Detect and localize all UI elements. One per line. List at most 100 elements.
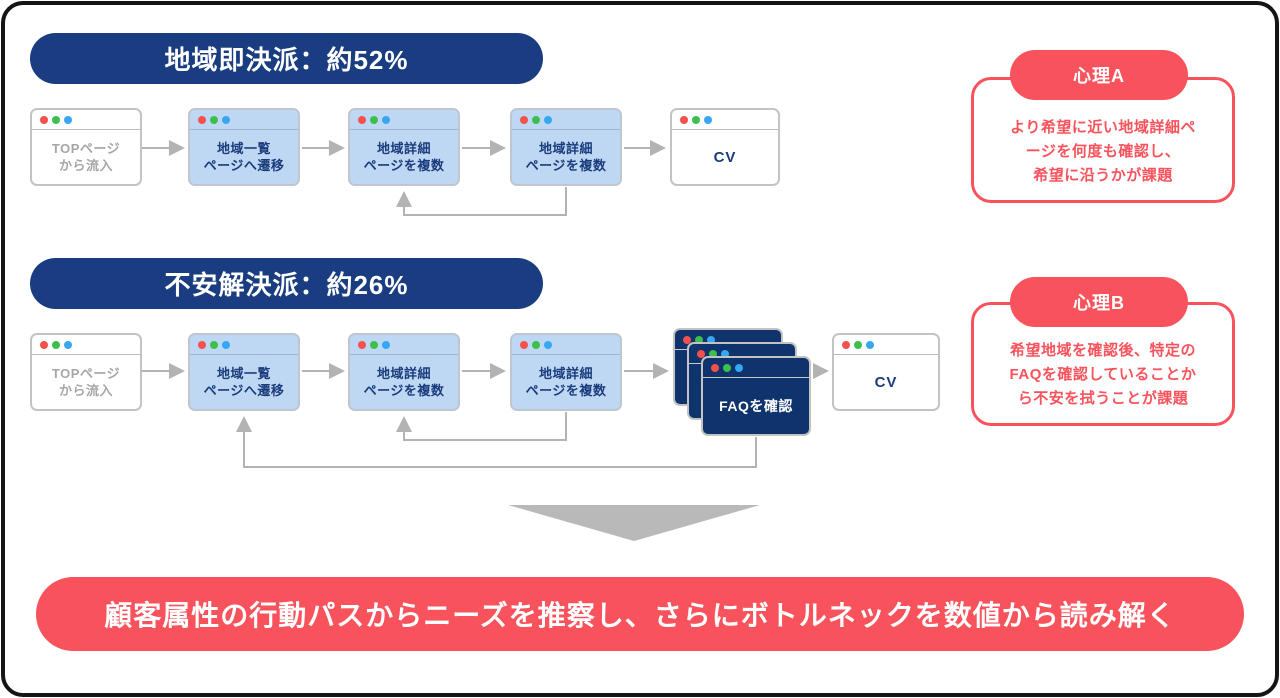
green-dot-icon xyxy=(532,115,540,124)
window-label-line: CV xyxy=(713,148,737,166)
red-dot-icon xyxy=(842,340,850,349)
psych-a-line: 希望に沿うかが課題 xyxy=(1033,167,1173,184)
blue-dot-icon xyxy=(544,115,552,124)
green-dot-icon xyxy=(692,115,700,124)
blue-dot-icon xyxy=(866,340,874,349)
window-label-line: ページを複数 xyxy=(363,158,445,173)
blue-dot-icon xyxy=(64,340,72,349)
red-dot-icon xyxy=(40,115,48,124)
green-dot-icon xyxy=(532,340,540,349)
window-label-line: ページへ遷移 xyxy=(203,383,285,398)
psych-a-label: 心理A xyxy=(1073,66,1125,86)
window-titlebar xyxy=(834,335,938,355)
green-dot-icon xyxy=(723,363,731,372)
blue-dot-icon xyxy=(382,115,390,124)
conclusion-banner: 顧客属性の行動パスからニーズを推察し、さらにボトルネックを数値から読み解く xyxy=(36,577,1244,651)
window-a-region-list: 地域一覧 ページへ遷移 xyxy=(188,108,300,186)
red-dot-icon xyxy=(680,115,688,124)
window-label: 地域詳細 ページを複数 xyxy=(512,355,620,409)
segment-a-title: 地域即決派：約52% xyxy=(164,45,409,75)
window-label: 地域一覧 ページへ遷移 xyxy=(190,355,298,409)
window-b-top-page: TOPページ から流入 xyxy=(30,333,142,411)
green-dot-icon xyxy=(52,115,60,124)
blue-dot-icon xyxy=(735,363,743,372)
green-dot-icon xyxy=(709,349,717,358)
window-b-region-detail-1: 地域詳細 ページを複数 xyxy=(348,333,460,411)
red-dot-icon xyxy=(520,340,528,349)
red-dot-icon xyxy=(697,349,705,358)
blue-dot-icon xyxy=(64,115,72,124)
window-label: 地域詳細 ページを複数 xyxy=(350,130,458,184)
blue-dot-icon xyxy=(222,115,230,124)
blue-dot-icon xyxy=(707,335,715,344)
green-dot-icon xyxy=(210,340,218,349)
window-titlebar xyxy=(32,110,140,130)
blue-dot-icon xyxy=(704,115,712,124)
psych-a-pill: 心理A xyxy=(1010,50,1188,100)
window-a-region-detail-1: 地域詳細 ページを複数 xyxy=(348,108,460,186)
red-dot-icon xyxy=(198,340,206,349)
window-label-line: ページを複数 xyxy=(363,383,445,398)
psych-a-line: より希望に近い地域詳細ペ xyxy=(1010,119,1196,136)
window-b-region-detail-2: 地域詳細 ページを複数 xyxy=(510,333,622,411)
blue-dot-icon xyxy=(721,349,729,358)
conclusion-text: 顧客属性の行動パスからニーズを推察し、さらにボトルネックを数値から読み解く xyxy=(104,600,1176,631)
window-label: CV xyxy=(834,355,938,409)
green-dot-icon xyxy=(854,340,862,349)
window-label-line: ページへ遷移 xyxy=(203,158,285,173)
red-dot-icon xyxy=(683,335,691,344)
window-label-line: ページを複数 xyxy=(525,158,607,173)
window-titlebar xyxy=(32,335,140,355)
window-titlebar xyxy=(350,335,458,355)
red-dot-icon xyxy=(198,115,206,124)
window-titlebar xyxy=(190,335,298,355)
faq-window-stack: FAQを確認 xyxy=(673,328,813,438)
window-label: CV xyxy=(672,130,778,184)
window-label: 地域一覧 ページへ遷移 xyxy=(190,130,298,184)
down-arrow-icon xyxy=(508,505,760,541)
red-dot-icon xyxy=(358,115,366,124)
segment-b-header: 不安解決派：約26% xyxy=(30,258,543,309)
window-label-line: 地域一覧 xyxy=(216,366,271,381)
window-titlebar xyxy=(512,335,620,355)
red-dot-icon xyxy=(40,340,48,349)
window-a-cv: CV xyxy=(670,108,780,186)
psych-b-line: ら不安を拭うことが課題 xyxy=(1017,390,1189,407)
green-dot-icon xyxy=(210,115,218,124)
window-titlebar xyxy=(703,358,809,378)
window-b-region-list: 地域一覧 ページへ遷移 xyxy=(188,333,300,411)
green-dot-icon xyxy=(370,340,378,349)
window-titlebar xyxy=(350,110,458,130)
segment-b-title: 不安解決派：約26% xyxy=(164,270,409,300)
window-label-line: 地域詳細 xyxy=(538,366,593,381)
window-label-line: FAQを確認 xyxy=(719,397,793,414)
window-label-line: から流入 xyxy=(58,383,113,398)
window-a-region-detail-2: 地域詳細 ページを複数 xyxy=(510,108,622,186)
window-a-top-page: TOPページ から流入 xyxy=(30,108,142,186)
faq-window-front: FAQを確認 xyxy=(701,356,811,436)
window-titlebar xyxy=(512,110,620,130)
blue-dot-icon xyxy=(544,340,552,349)
green-dot-icon xyxy=(52,340,60,349)
green-dot-icon xyxy=(370,115,378,124)
window-label-line: ページを複数 xyxy=(525,383,607,398)
window-titlebar xyxy=(190,110,298,130)
window-label: 地域詳細 ページを複数 xyxy=(512,130,620,184)
window-b-cv: CV xyxy=(832,333,940,411)
psych-b-line: FAQを確認していることか xyxy=(1009,366,1197,383)
window-label: 地域詳細 ページを複数 xyxy=(350,355,458,409)
psych-b-box: 希望地域を確認後、特定の FAQを確認していることか ら不安を拭うことが課題 xyxy=(971,302,1235,426)
window-label-line: CV xyxy=(874,373,898,391)
window-label: FAQを確認 xyxy=(703,378,809,434)
psych-b-pill: 心理B xyxy=(1010,277,1188,327)
red-dot-icon xyxy=(358,340,366,349)
psych-a-line: ージを何度も確認し、 xyxy=(1025,143,1181,160)
red-dot-icon xyxy=(711,363,719,372)
window-label: TOPページ から流入 xyxy=(32,355,140,409)
window-label-line: 地域詳細 xyxy=(376,366,431,381)
segment-a-header: 地域即決派：約52% xyxy=(30,33,543,84)
window-label-line: TOPページ xyxy=(51,366,121,381)
blue-dot-icon xyxy=(222,340,230,349)
